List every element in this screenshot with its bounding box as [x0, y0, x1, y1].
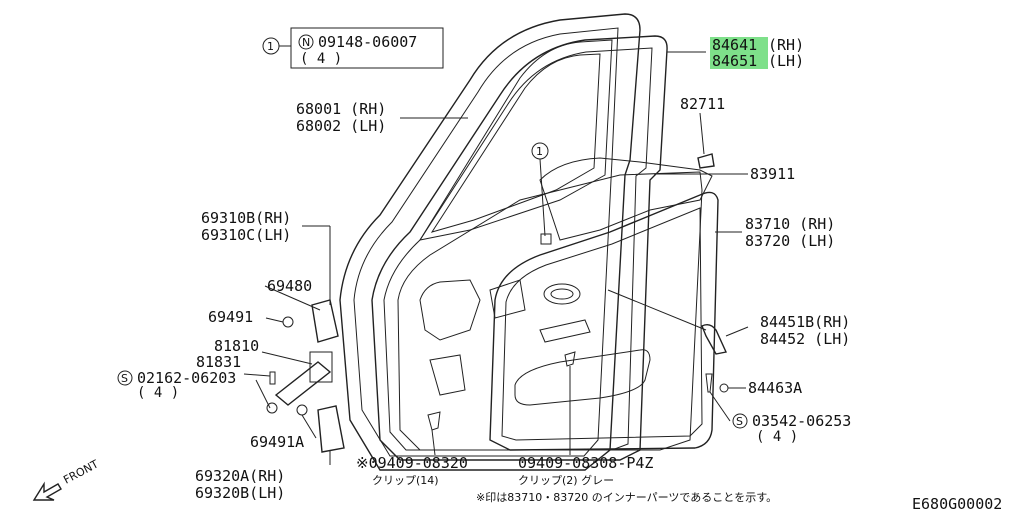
- footnote: ※印は83710・83720 のインナーパーツであることを示す。: [476, 491, 777, 504]
- trim-panel-edge: [501, 207, 703, 441]
- panel-cutout-3: [489, 279, 526, 319]
- label-check-bolt-qty: ( 4 ): [137, 385, 179, 401]
- front-indicator: FRONT: [32, 457, 101, 501]
- label-clip-b: 09409-08308-P4Z: [518, 454, 653, 472]
- screw-symbol-circle: [732, 413, 748, 429]
- bolt-69491: [282, 316, 294, 328]
- label-clip-a: ※09409-08320: [356, 454, 468, 472]
- trim-pocket: [539, 319, 591, 343]
- label-check-bolt: 02162-06203: [137, 369, 236, 387]
- label-seal-lh-side: (LH): [768, 52, 804, 70]
- label-clip-a-note: クリップ(14): [372, 474, 439, 487]
- door-shell: [339, 13, 641, 471]
- upper-hinge: [311, 299, 339, 343]
- label-bolt-up: 69491: [208, 308, 253, 326]
- bolt-69491A: [296, 404, 308, 416]
- highlight-84651: [710, 53, 768, 69]
- label-hinge-up-lh: 69310C(LH): [201, 226, 291, 244]
- highlight-84641: [710, 37, 768, 53]
- screw-symbol: S: [736, 415, 743, 428]
- washer-84463A: [719, 383, 729, 393]
- label-handle-lh: 84452 (LH): [760, 330, 850, 348]
- label-seal-lh: 84651: [712, 52, 757, 70]
- label-check-link: 81810: [214, 337, 259, 355]
- weatherstrip: [371, 35, 668, 461]
- note-symbol: N: [302, 36, 310, 49]
- front-arrow-icon: [32, 481, 62, 501]
- note-callout-number: 1: [267, 40, 274, 53]
- front-label: FRONT: [61, 457, 101, 486]
- trim-panel: [489, 191, 719, 451]
- label-clip-b-note: クリップ(2) グレー: [518, 473, 614, 487]
- label-screen: 83911: [750, 165, 795, 183]
- screw-03542: [705, 373, 713, 393]
- handle-bezel-inner: [550, 288, 574, 300]
- check-link-bracket: [309, 351, 333, 383]
- label-bolt-low: 69491A: [250, 433, 304, 451]
- label-screw: 03542-06253: [752, 412, 851, 430]
- label-seal-rh: 84641: [712, 36, 757, 54]
- leader-lines: [243, 51, 749, 465]
- label-hinge-pin: 69480: [267, 277, 312, 295]
- diagram-code: E680G00002: [912, 495, 1002, 512]
- inner-panel: [397, 171, 703, 451]
- note-quantity: ( 4 ): [300, 51, 342, 67]
- check-link: [274, 361, 332, 406]
- grommet-82711: [697, 153, 715, 169]
- note-symbol-circle: [298, 34, 314, 50]
- boxed-note-group: 1 N 09148-06007 ( 4 ): [262, 27, 444, 69]
- weatherstrip-inner: [383, 47, 653, 451]
- check-bolt: [266, 402, 278, 414]
- label-screw-qty: ( 4 ): [756, 429, 798, 445]
- label-washer: 84463A: [748, 379, 802, 397]
- trim-armrest: [514, 349, 651, 406]
- handle-bezel: [543, 283, 581, 305]
- inside-handle: [701, 323, 728, 355]
- label-door-rh: 68001 (RH): [296, 100, 386, 118]
- clip-09409-08320: [427, 411, 441, 431]
- label-grommet: 82711: [680, 95, 725, 113]
- door-callout-bracket: [540, 233, 552, 245]
- window-frame: [418, 39, 613, 241]
- window-frame-inner: [430, 53, 601, 233]
- check-pin: [269, 371, 276, 385]
- label-check-pin: 81831: [196, 353, 241, 371]
- label-hinge-up-rh: 69310B(RH): [201, 209, 291, 227]
- door-callout-number: 1: [536, 145, 543, 158]
- label-seal-rh-side: (RH): [768, 36, 804, 54]
- panel-cutout-2: [429, 354, 466, 396]
- label-trim-lh: 83720 (LH): [745, 232, 835, 250]
- door-shell-inner: [353, 27, 619, 457]
- label-door-lh: 68002 (LH): [296, 117, 386, 135]
- door-callout-leader: [539, 158, 546, 237]
- label-hinge-low-lh: 69320B(LH): [195, 484, 285, 502]
- clip-09409-08308: [564, 351, 576, 367]
- note-part-number: 09148-06007: [318, 33, 417, 51]
- panel-cutout-1: [419, 279, 481, 341]
- check-bolt-symbol: S: [121, 372, 128, 385]
- check-bolt-symbol-circle: [117, 370, 133, 386]
- label-trim-rh: 83710 (RH): [745, 215, 835, 233]
- label-hinge-low-rh: 69320A(RH): [195, 467, 285, 485]
- door-assembly-drawing: [266, 13, 729, 471]
- label-handle-rh: 84451B(RH): [760, 313, 850, 331]
- note-box: [290, 27, 444, 69]
- lower-hinge: [317, 405, 345, 453]
- water-screen: [539, 157, 713, 241]
